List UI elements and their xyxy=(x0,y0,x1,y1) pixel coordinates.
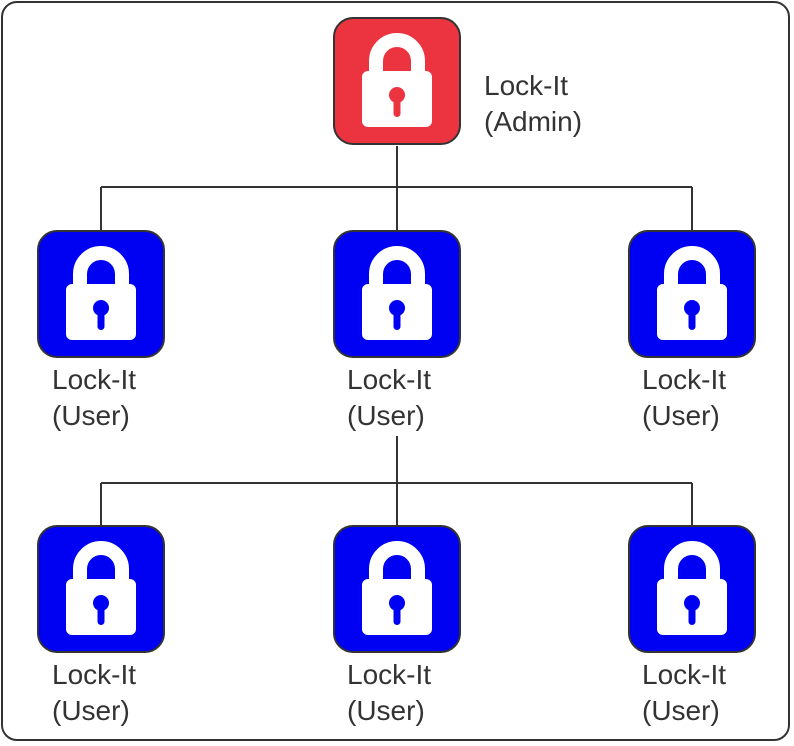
user-label-2: Lock-It (User) xyxy=(347,362,431,434)
padlock-icon xyxy=(657,541,727,635)
padlock-icon xyxy=(362,541,432,635)
user-lock-node-4[interactable] xyxy=(37,525,165,653)
user-label-role: (User) xyxy=(642,400,720,431)
user-lock-node-6[interactable] xyxy=(628,525,756,653)
user-label-name: Lock-It xyxy=(52,364,137,395)
user-label-name: Lock-It xyxy=(642,364,727,395)
user-label-role: (User) xyxy=(642,695,720,726)
user-lock-node-1[interactable] xyxy=(37,230,165,358)
admin-label: Lock-It (Admin) xyxy=(484,68,582,140)
admin-label-name: Lock-It xyxy=(484,70,569,101)
user-label-name: Lock-It xyxy=(52,659,137,690)
padlock-icon xyxy=(657,246,727,340)
user-label-role: (User) xyxy=(52,695,130,726)
user-label-role: (User) xyxy=(347,400,425,431)
user-label-4: Lock-It (User) xyxy=(52,657,136,729)
user-label-role: (User) xyxy=(52,400,130,431)
user-label-name: Lock-It xyxy=(642,659,727,690)
user-lock-node-2[interactable] xyxy=(333,230,461,358)
padlock-icon xyxy=(362,246,432,340)
user-lock-node-5[interactable] xyxy=(333,525,461,653)
user-label-3: Lock-It (User) xyxy=(642,362,726,434)
padlock-icon xyxy=(66,541,136,635)
padlock-icon xyxy=(66,246,136,340)
admin-label-role: (Admin) xyxy=(484,106,583,137)
user-label-5: Lock-It (User) xyxy=(347,657,431,729)
user-label-name: Lock-It xyxy=(347,659,432,690)
user-label-6: Lock-It (User) xyxy=(642,657,726,729)
user-lock-node-3[interactable] xyxy=(628,230,756,358)
admin-lock-node[interactable] xyxy=(333,17,461,145)
user-label-1: Lock-It (User) xyxy=(52,362,136,434)
user-label-name: Lock-It xyxy=(347,364,432,395)
padlock-icon xyxy=(362,33,432,127)
user-label-role: (User) xyxy=(347,695,425,726)
